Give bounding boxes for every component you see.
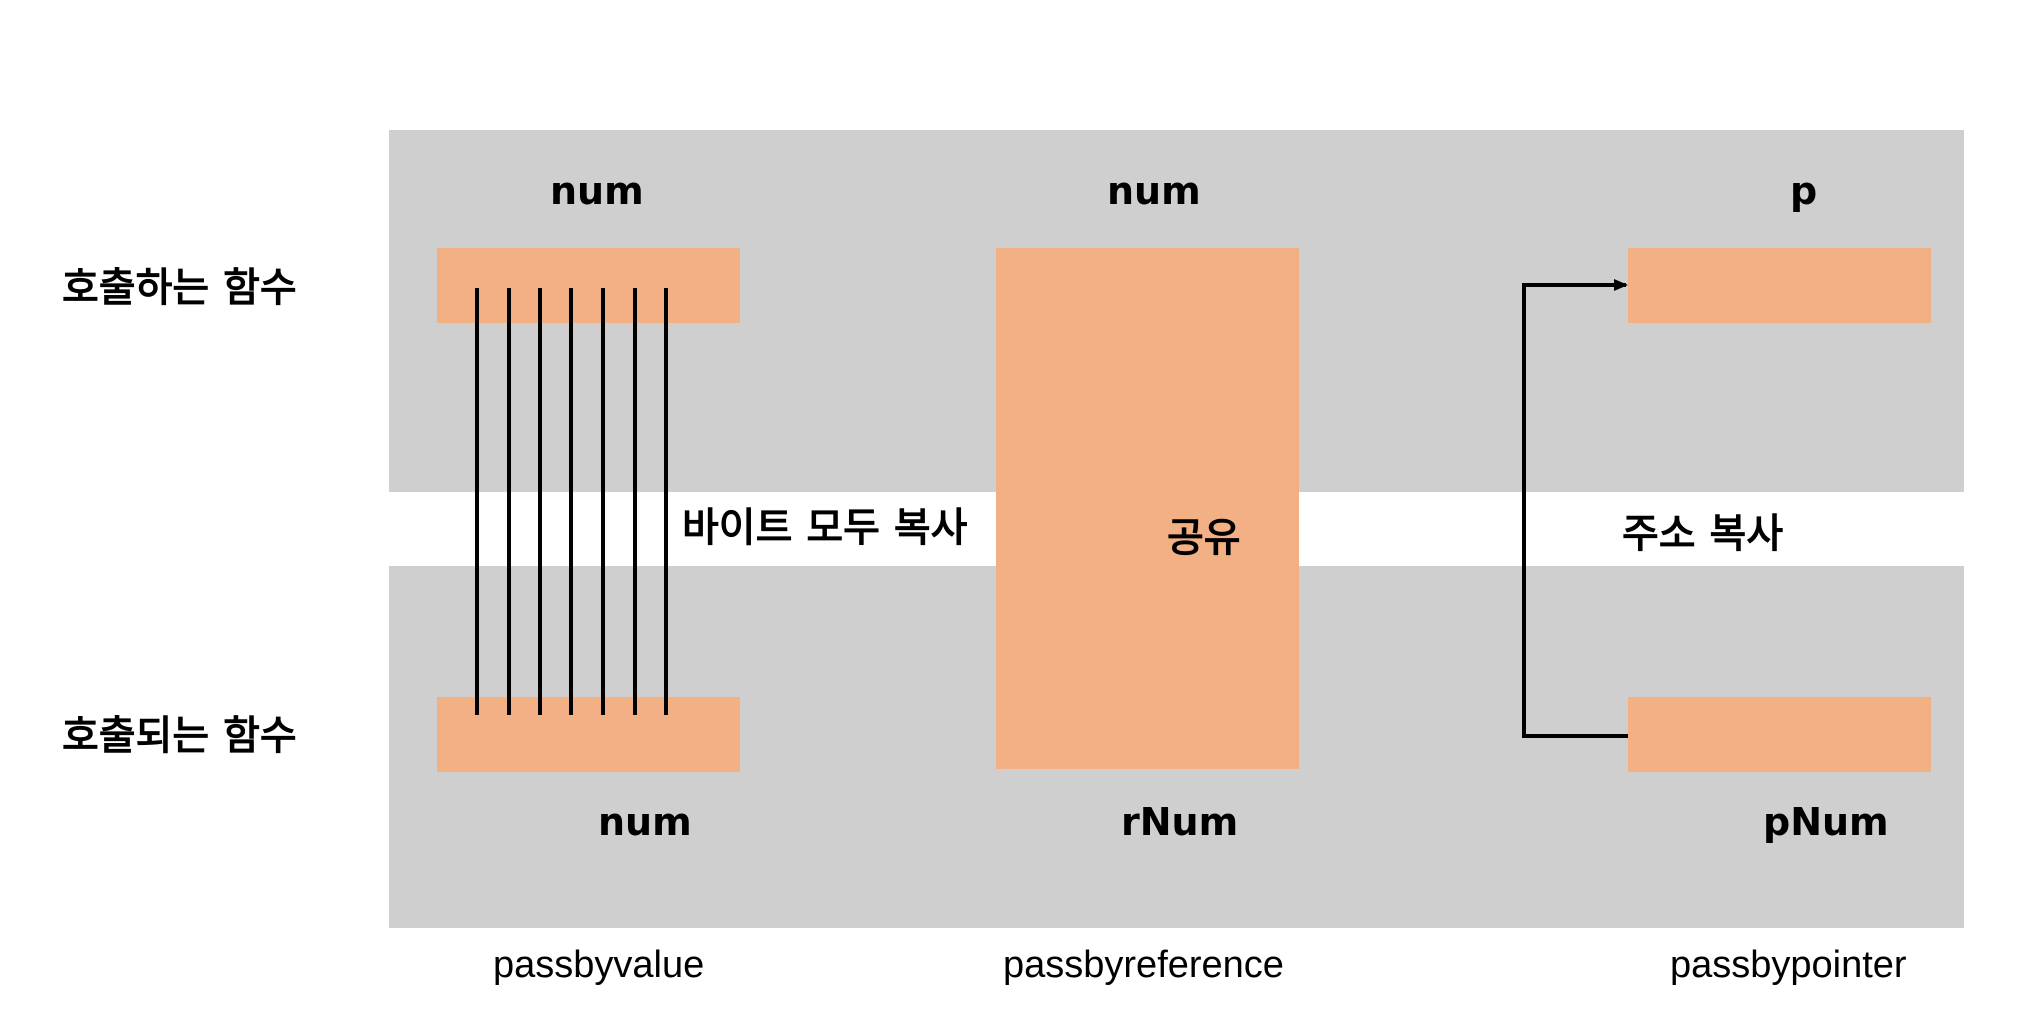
reference-shared-box [996,248,1299,769]
pointer-bottom-var-label: pNum [1763,800,1889,844]
reference-top-var-label: num [1107,169,1201,213]
reference-middle-label: 공유 [1167,515,1241,561]
value-caller-box [437,248,740,323]
value-bottom-var-label: num [598,800,692,844]
callee-row-label: 호출되는 함수 [62,713,297,759]
value-middle-label: 바이트 모두 복사 [682,505,968,551]
pointer-top-var-label: p [1790,169,1818,213]
reference-caption: passbyreference [1003,944,1284,986]
value-caption: passbyvalue [493,944,705,986]
value-top-var-label: num [550,169,644,213]
byte-copy-lines [475,288,668,715]
pointer-middle-label: 주소 복사 [1622,511,1784,557]
pointer-callee-box [1628,697,1931,772]
pointer-caption: passbypointer [1670,944,1907,986]
reference-bottom-var-label: rNum [1121,800,1239,844]
pointer-caller-box [1628,248,1931,323]
value-callee-box [437,697,740,772]
caller-row-label: 호출하는 함수 [62,265,297,311]
pointer-arrow [1522,279,1628,738]
